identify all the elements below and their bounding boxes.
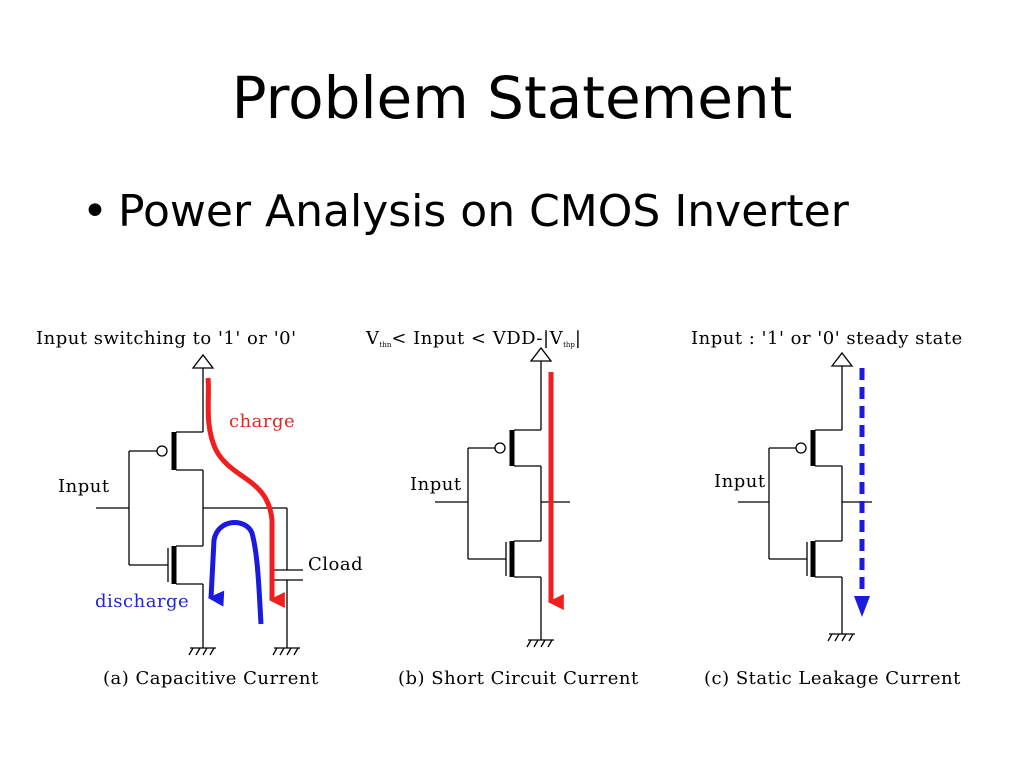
ground-symbol — [827, 633, 855, 642]
caption-a: (a) Capacitive Current — [103, 668, 319, 689]
panel-b-header: Vthn< Input < VDD-|Vthp| — [365, 328, 581, 349]
cload-label: Cload — [308, 554, 363, 575]
panel-a-capacitive: Input switching to '1' or '0' — [36, 328, 363, 689]
panel-a-circuit — [96, 353, 303, 656]
input-label-c: Input — [714, 471, 766, 492]
caption-b: (b) Short Circuit Current — [398, 668, 639, 689]
leakage-current-arrowhead — [854, 596, 870, 617]
discharge-current-arrow — [207, 520, 264, 625]
discharge-label: discharge — [95, 591, 189, 612]
panel-c-static-leakage: Input : '1' or '0' steady state — [691, 328, 963, 689]
pmos-bubble — [795, 442, 807, 454]
ground-symbol — [188, 647, 216, 656]
caption-c: (c) Static Leakage Current — [704, 668, 961, 689]
slide-title: Problem Statement — [231, 64, 793, 132]
panel-b-short-circuit: Vthn< Input < VDD-|Vthp| — [365, 328, 639, 689]
bullet-marker: • — [82, 186, 108, 237]
input-label-b: Input — [410, 474, 462, 495]
vdd-symbol — [529, 346, 553, 362]
input-label-a: Input — [58, 476, 110, 497]
bullet-text: Power Analysis on CMOS Inverter — [118, 186, 849, 237]
charge-current-arrow — [205, 377, 285, 609]
panel-a-header: Input switching to '1' or '0' — [36, 328, 297, 349]
panel-b-circuit — [435, 346, 570, 648]
panel-c-circuit — [738, 351, 872, 642]
pmos-bubble — [156, 445, 168, 457]
pmos-bubble — [494, 442, 506, 454]
ground-symbol — [526, 639, 554, 648]
panel-c-header: Input : '1' or '0' steady state — [691, 328, 963, 349]
bullet-item: •Power Analysis on CMOS Inverter — [82, 184, 849, 240]
charge-label: charge — [229, 411, 295, 432]
vdd-symbol — [830, 351, 854, 367]
vdd-symbol — [191, 353, 215, 369]
ground-symbol — [272, 647, 300, 656]
